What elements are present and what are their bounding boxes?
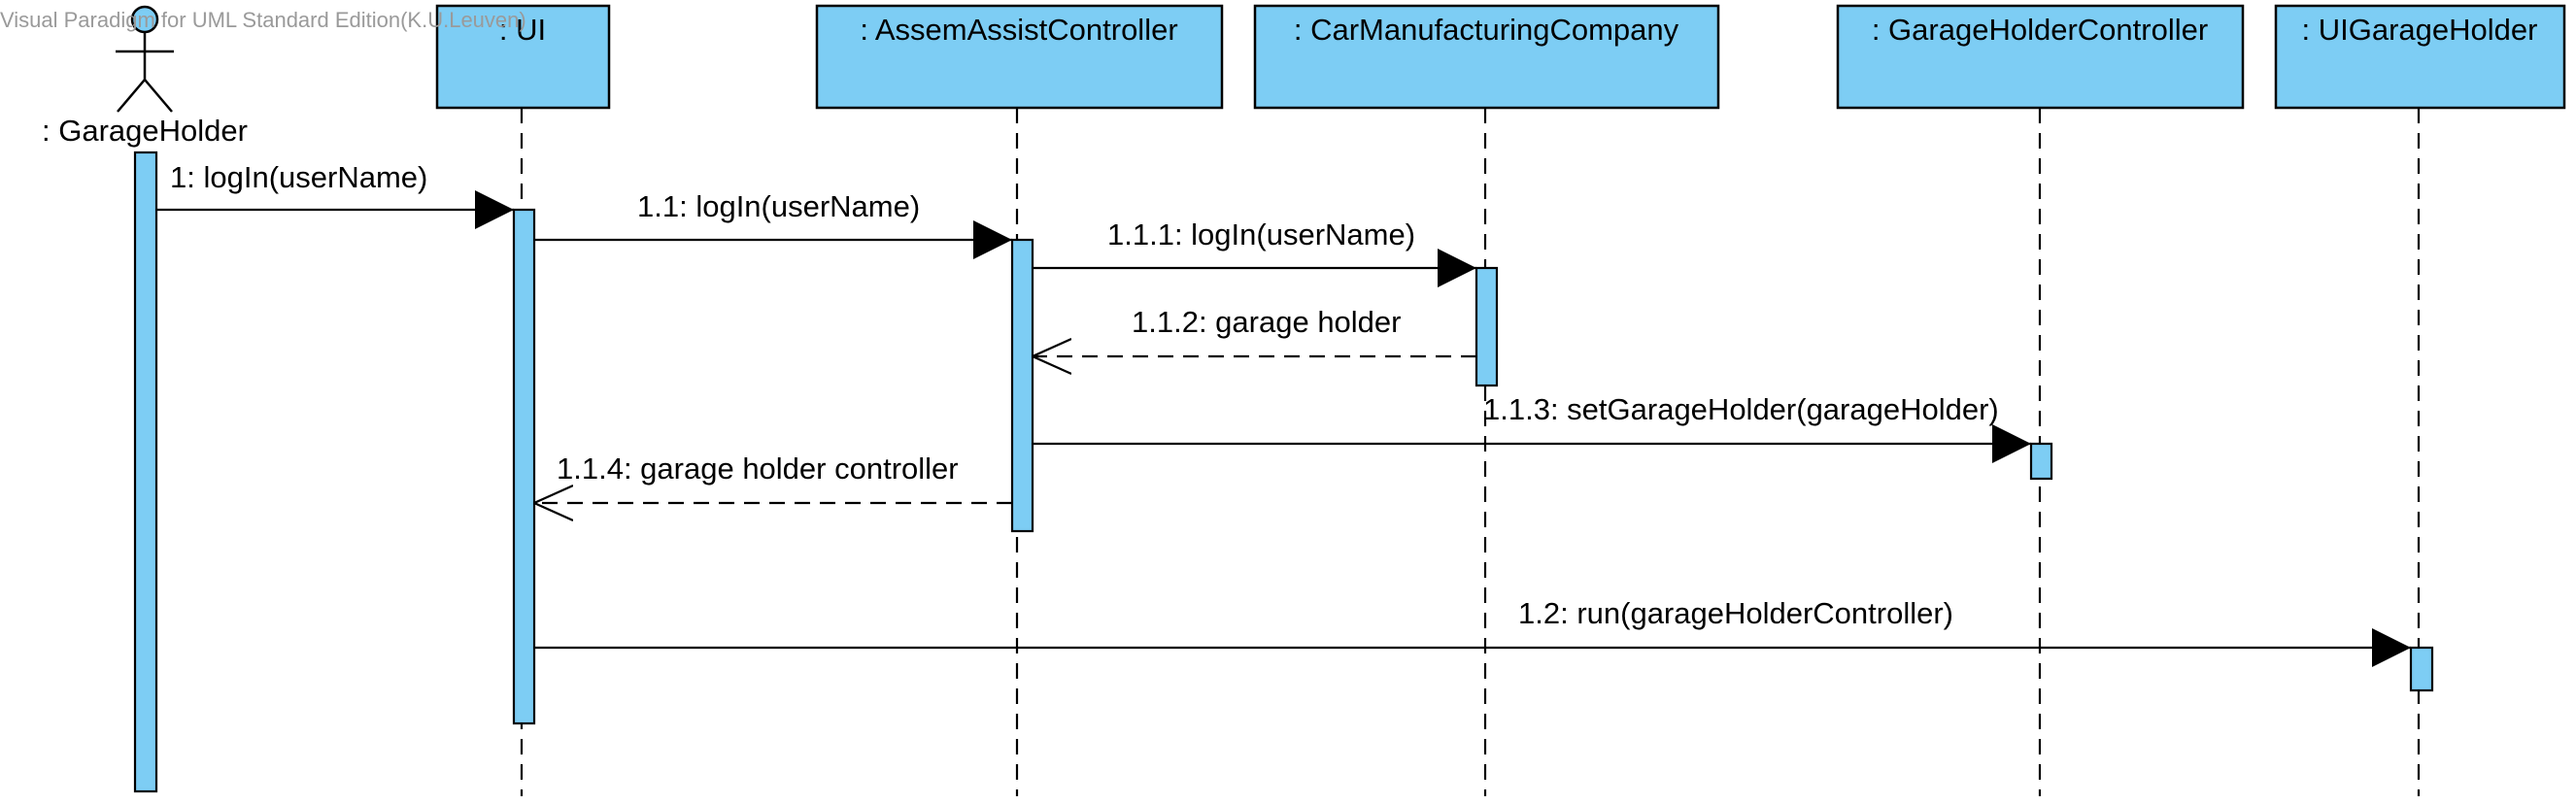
activation-bar-ghc <box>2029 442 2053 481</box>
activation-bar-assem <box>1010 238 1034 533</box>
message-label-1-1-2: 1.1.2: garage holder <box>1132 305 1402 339</box>
activation-bar-ui <box>512 208 536 725</box>
lifeline-head-ui[interactable]: : UI <box>435 4 611 110</box>
lifeline-head-company[interactable]: : CarManufacturingCompany <box>1253 4 1720 110</box>
message-label-1-1-3: 1.1.3: setGarageHolder(garageHolder) <box>1483 392 1999 426</box>
message-label-1-1: 1.1: logIn(userName) <box>637 189 920 223</box>
messages: 1: logIn(userName) 1.1: logIn(userName) … <box>156 160 2411 667</box>
lifeline-name-uigh: : UIGarageHolder <box>2302 13 2538 47</box>
watermark: Visual Paradigm for UML Standard Edition… <box>0 8 526 32</box>
lifeline-head-uigh[interactable]: : UIGarageHolder <box>2274 4 2566 110</box>
lifeline-head-ghc[interactable]: : GarageHolderController <box>1836 4 2245 110</box>
message-1-1-2[interactable]: 1.1.2: garage holder <box>1033 305 1476 356</box>
lifeline-name-company: : CarManufacturingCompany <box>1294 13 1679 47</box>
activation-bar-company <box>1474 266 1499 387</box>
message-label-1-1-1: 1.1.1: logIn(userName) <box>1107 218 1415 251</box>
message-1[interactable]: 1: logIn(userName) <box>156 160 514 229</box>
message-1-1-4[interactable]: 1.1.4: garage holder controller <box>534 452 1012 503</box>
activation-bar-uigh <box>2409 646 2434 692</box>
message-1-2[interactable]: 1.2: run(garageHolderController) <box>534 596 2411 667</box>
actor-name: : GarageHolder <box>42 114 248 148</box>
activation-bars <box>133 151 2434 793</box>
lifeline-head-assem[interactable]: : AssemAssistController <box>815 4 1224 110</box>
actor-figure-icon <box>116 5 174 113</box>
message-1-1[interactable]: 1.1: logIn(userName) <box>534 189 1012 259</box>
activation-bar-actor <box>133 151 158 793</box>
lifeline-name-assem: : AssemAssistController <box>860 13 1177 47</box>
message-1-1-1[interactable]: 1.1.1: logIn(userName) <box>1033 218 1476 287</box>
message-label-1-2: 1.2: run(garageHolderController) <box>1518 596 1953 630</box>
lifeline-heads: : UI : AssemAssistController : CarManufa… <box>435 4 2566 110</box>
lifeline-name-ghc: : GarageHolderController <box>1872 13 2208 47</box>
message-label-1-1-4: 1.1.4: garage holder controller <box>557 452 959 486</box>
message-label-1: 1: logIn(userName) <box>170 160 427 194</box>
message-1-1-3[interactable]: 1.1.3: setGarageHolder(garageHolder) <box>1033 392 2031 463</box>
lifeline-name-ui: : UI <box>499 13 546 47</box>
